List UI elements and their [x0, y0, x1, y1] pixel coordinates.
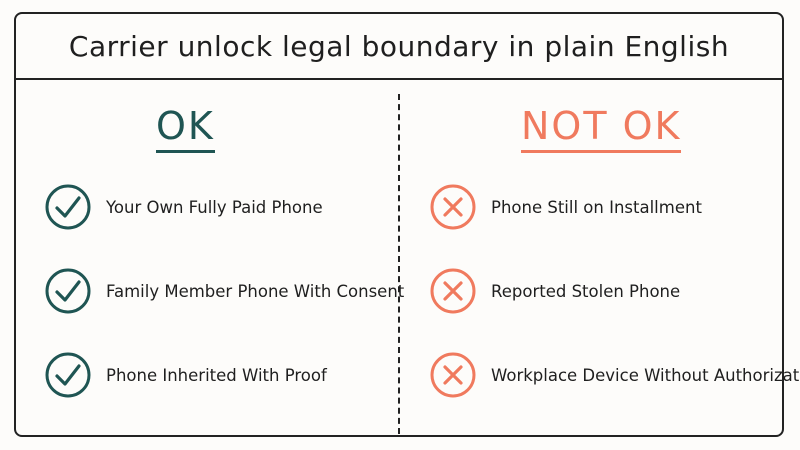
column-divider: [398, 94, 400, 434]
x-circle-icon: [430, 268, 476, 314]
not-ok-item: Workplace Device Without Authorization: [429, 350, 800, 400]
ok-item-label: Your Own Fully Paid Phone: [106, 197, 323, 217]
x-circle-icon: [430, 352, 476, 398]
check-circle-icon: [45, 268, 91, 314]
not-ok-column: NOT OK Phone Still on Installment Report…: [401, 80, 800, 435]
not-ok-item-label: Workplace Device Without Authorization: [491, 365, 800, 385]
ok-item-label: Family Member Phone With Consent: [106, 281, 405, 301]
not-ok-item: Reported Stolen Phone: [429, 266, 680, 316]
check-circle-icon: [45, 184, 91, 230]
check-circle-icon: [45, 352, 91, 398]
ok-item: Family Member Phone With Consent: [44, 266, 404, 316]
ok-heading: OK: [156, 104, 215, 153]
x-circle-icon: [430, 184, 476, 230]
diagram-title: Carrier unlock legal boundary in plain E…: [68, 29, 730, 63]
not-ok-item-label: Phone Still on Installment: [491, 197, 702, 217]
not-ok-heading: NOT OK: [521, 104, 682, 153]
ok-column: OK Your Own Fully Paid Phone Family Memb…: [16, 80, 404, 435]
not-ok-item: Phone Still on Installment: [429, 182, 702, 232]
ok-item: Your Own Fully Paid Phone: [44, 182, 323, 232]
diagram-frame: Carrier unlock legal boundary in plain E…: [14, 12, 800, 437]
not-ok-item-label: Reported Stolen Phone: [491, 281, 681, 301]
ok-item: Phone Inherited With Proof: [44, 350, 327, 400]
title-bar: Carrier unlock legal boundary in plain E…: [16, 14, 782, 80]
ok-item-label: Phone Inherited With Proof: [106, 365, 327, 385]
